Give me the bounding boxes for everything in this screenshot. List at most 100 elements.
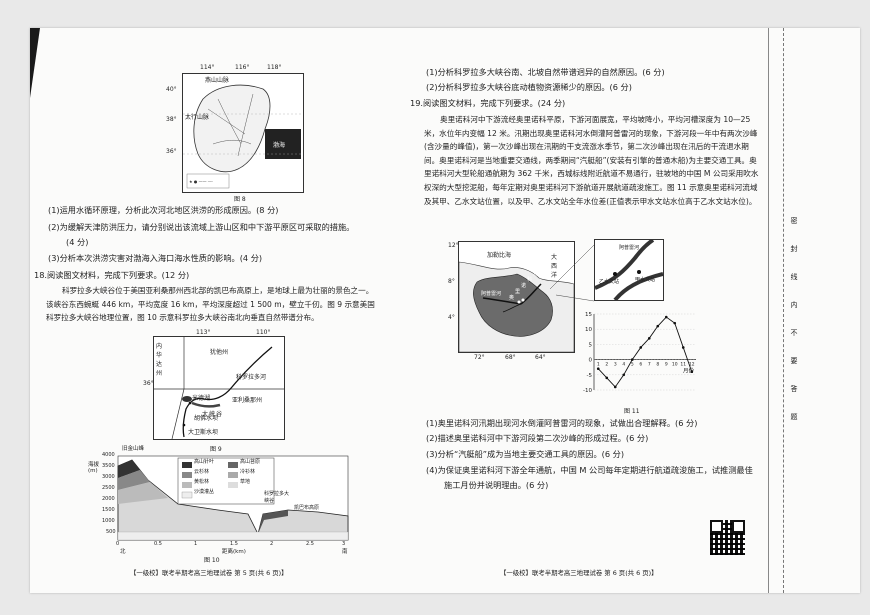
fig9-caption: 图 9 [210,446,222,453]
fig11-inset-apure: 阿普雷河 [619,245,640,251]
fig11-lon-68: 68° [505,354,516,361]
fig8-lon-116: 116° [235,64,250,71]
binding-char-6: 要 [790,357,798,365]
figure-9-map: 内华达州 犹他州 科罗拉多河 亚利桑那州 米德湖 大 峡 谷 胡佛水坝 大卫斯水… [153,336,285,440]
fig8-lon-118: 118° [267,64,282,71]
q19-item-4: (4)为保证奥里诺科河下游全年通航，中国 M 公司每年定期进行航道疏浚施工，试推… [426,465,753,475]
fig10-ytick-4000: 4000 [102,452,115,458]
fig11-inset-svg [594,238,664,302]
fig10-legend-desert-shrub: 沙漠灌丛 [194,489,215,495]
q17-item-1: (1)运用水循环原理，分析此次河北地区洪涝的形成原因。(8 分) [48,205,279,215]
fig10-legend-pine: 黄松林 [194,479,210,485]
q17-item-2-score: (4 分) [66,237,89,247]
q17-item-3: (3)分析本次洪涝灾害对渤海入海口海水性质的影响。(4 分) [48,253,263,263]
binding-char-5: 不 [790,329,798,337]
binding-char-3: 线 [790,273,798,281]
chart-point [656,324,660,328]
chart-point [630,358,634,361]
chart-x-tick-label: 10 [672,362,678,368]
fig10-legend-alpine-tundra: 高山苔原 [240,459,261,465]
chart-point [613,385,617,389]
fig9-label-canyon-2: 峡 [209,411,216,418]
chart-x-tick-label: 6 [639,362,642,368]
figure-10-svg [117,455,349,541]
q18-item-1: (1)分析科罗拉多大峡谷南、北坡自然带谱迥异的自然原因。(6 分) [426,67,665,77]
fig9-label-nevada: 内华达州 [156,343,163,377]
q19-paragraph: 奥里诺科河中下游流经奥里诺科平原，下游河面展宽，平均坡降小，平均河槽深度为 10… [424,115,759,206]
fig9-label-colorado-river: 科罗拉多河 [236,374,267,381]
q19-item-3: (3)分析“汽艇船”成为当地主要交通工具的原因。(6 分) [426,449,625,459]
chart-x-tick-label: 3 [614,362,617,368]
figure-11-svg [458,242,575,353]
fig8-lat-40: 40° [166,86,177,93]
exam-sheet: ★ ● —— ┄┄ 燕山山脉 太行山脉 渤海 114° 116° 118° 40… [30,28,860,593]
fig11-caption: 图 11 [624,408,640,415]
fig11-inset-station-jia: 甲水文站 [635,277,656,283]
fig10-south: 南 [342,549,348,555]
fig11-orinoco-5: 河 [533,271,539,277]
chart-point [605,376,609,380]
chart-x-tick-label: 12 [689,362,695,368]
figure-10-profile: 海拔(m) 4000 3500 3000 2500 2000 1500 1000… [88,446,353,555]
fig8-caption: 图 8 [234,196,246,203]
fig10-caption: 图 10 [204,557,220,564]
q18-item-2: (2)分析科罗拉多大峡谷底动植物资源稀少的原因。(6 分) [426,82,632,92]
fig11-lat-8: 8° [448,278,455,285]
fig10-legend-grass: 草地 [240,479,251,485]
fig11-atlantic: 大西洋 [551,254,558,279]
fig10-xtick-0.5: 0.5 [154,541,162,547]
fig9-label-canyon-3: 谷 [216,411,223,418]
figure-8-map: ★ ● —— ┄┄ 燕山山脉 太行山脉 渤海 [182,73,304,193]
fig11-orinoco-4: 科 [527,277,533,283]
chart-x-tick-label: 1 [597,362,600,368]
q18-paragraph: 科罗拉多大峡谷位于美国亚利桑那州西北部的凯巴布高原上，是地球上最为壮丽的景色之一… [46,286,375,323]
left-page-footer: 【一级校】联考半期考高三地理试卷 第 5 页(共 6 页)】 [130,569,288,577]
fig10-ytick-3500: 3500 [102,463,115,469]
fig11-lon-72: 72° [474,354,485,361]
fig10-north: 北 [120,549,126,555]
chart-y-tick-label: -10 [583,388,592,394]
fig10-xtick-2: 2 [270,541,274,547]
fig10-ytick-3000: 3000 [102,474,115,480]
fig10-ytick-1500: 1500 [102,507,115,513]
figure-11-map: 加勒比海 大西洋 阿普雷河 奥 里 诺 科 河 [458,241,575,353]
chart-x-tick-label: 11 [680,362,686,368]
chart-point [647,337,651,340]
fig11-lat-4: 4° [448,314,455,321]
fig10-ytick-1000: 1000 [102,518,115,524]
fig9-lon-113: 113° [196,329,211,336]
chart-x-tick-label: 5 [631,362,634,368]
fig10-legend-fir: 冷衫林 [240,469,256,475]
fig8-place-yanshan: 燕山山脉 [205,77,230,84]
figure-8-svg: ★ ● —— ┄┄ [183,84,303,189]
fig9-label-lake-mead: 米德湖 [192,395,211,402]
fig10-xtick-0: 0 [116,541,120,547]
fig9-lon-110: 110° [256,329,271,336]
fig10-xtick-2.5: 2.5 [306,541,314,547]
chart-y-tick-label: 10 [585,327,592,333]
binding-char-1: 密 [790,217,798,225]
fig8-place-bohai: 渤海 [273,142,286,149]
fig11-orinoco-2: 里 [515,289,521,295]
figure-11-inset: 阿普雷河 乙水文站 甲水文站 [594,238,664,302]
chart-y-tick-label: 15 [585,312,592,318]
fig11-inset-station-yi: 乙水文站 [599,279,620,285]
fig10-xlabel: 距离(km) [222,549,246,555]
chart-point [622,373,626,377]
fig10-canyon-label: 科罗拉多大峡谷 [264,491,290,504]
q19-item-2: (2)描述奥里诺科河中下游河段第二次沙峰的形成过程。(6 分) [426,433,649,443]
chart-x-tick-label: 2 [605,362,608,368]
chart-x-tick-label: 4 [622,362,625,368]
q18-title: 18.阅读图文材料，完成下列要求。(12 分) [34,270,190,280]
chart-series-line [597,316,693,388]
qr-code[interactable] [710,520,745,555]
fig8-lat-36: 36° [166,148,177,155]
right-page-footer: 【一级校】联考半期考高三地理试卷 第 6 页(共 6 页)】 [500,569,658,577]
fig11-orinoco-3: 诺 [521,283,527,289]
chart-x-tick-label: 7 [648,362,651,368]
fig10-ytick-500: 500 [106,529,116,535]
fig8-lon-114: 114° [200,64,215,71]
binding-strip: 密 封 线 内 不 要 答 题 [768,28,859,593]
